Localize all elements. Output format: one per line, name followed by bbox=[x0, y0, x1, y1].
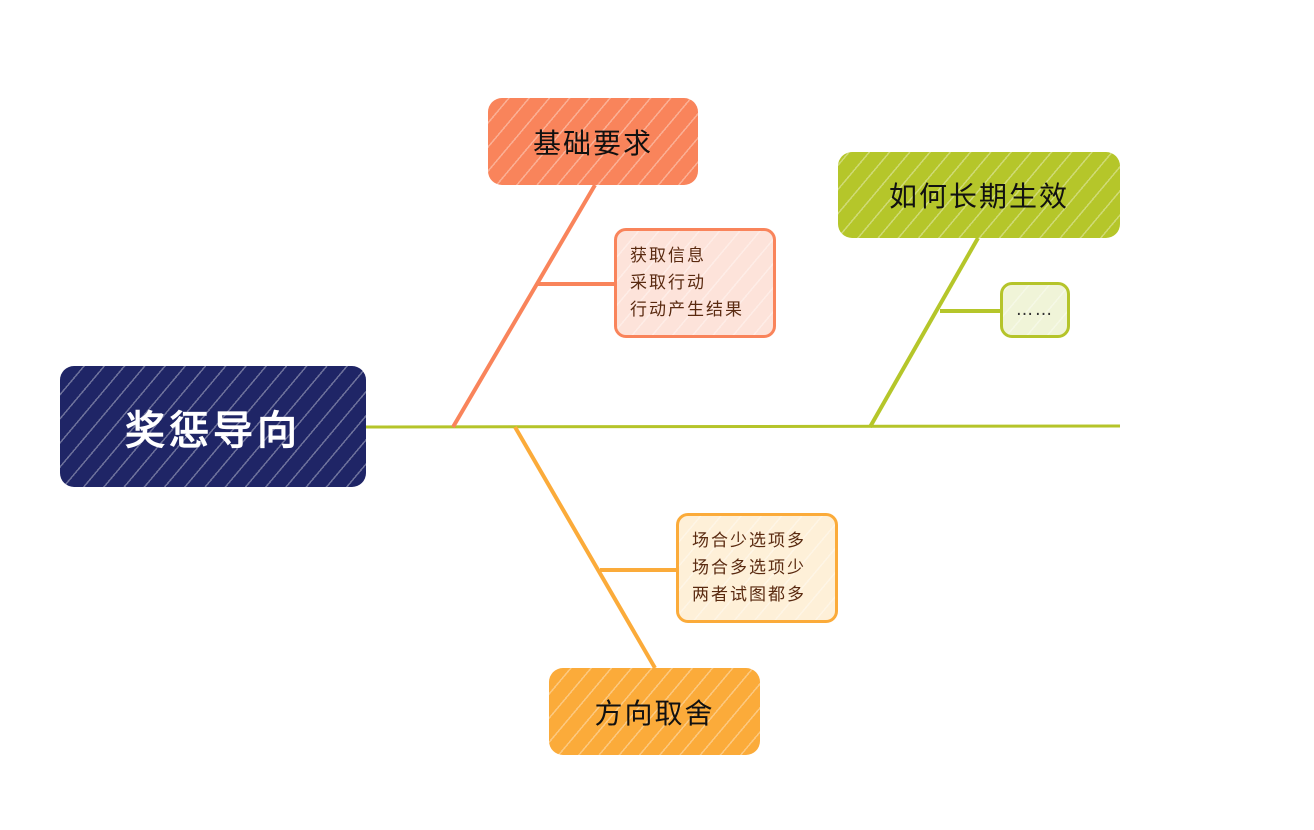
root-node[interactable]: 奖惩导向 bbox=[60, 366, 366, 487]
branch-node-longterm[interactable]: 如何长期生效 bbox=[838, 152, 1120, 238]
branch-node-basic[interactable]: 基础要求 bbox=[488, 98, 698, 185]
branch-title: 基础要求 bbox=[532, 126, 653, 160]
list-item: …… bbox=[1016, 299, 1054, 320]
branch-title: 如何长期生效 bbox=[888, 180, 1069, 213]
spine-line bbox=[365, 424, 1121, 429]
branch-line-longterm bbox=[868, 237, 980, 428]
sub-node-basic[interactable]: 获取信息 采取行动 行动产生结果 bbox=[614, 228, 776, 338]
list-item: 两者试图都多 bbox=[692, 584, 806, 605]
sub-node-longterm[interactable]: …… bbox=[1000, 282, 1070, 338]
list-item: 采取行动 bbox=[630, 272, 706, 293]
branch-node-direction[interactable]: 方向取舍 bbox=[549, 668, 760, 755]
list-item: 场合多选项少 bbox=[692, 557, 806, 578]
root-label: 奖惩导向 bbox=[125, 407, 301, 454]
list-item: 场合少选项多 bbox=[692, 530, 806, 551]
branch-title: 方向取舍 bbox=[594, 696, 715, 730]
sub-node-direction[interactable]: 场合少选项多 场合多选项少 两者试图都多 bbox=[676, 513, 838, 623]
list-item: 行动产生结果 bbox=[630, 299, 744, 320]
branch-line-direction bbox=[513, 425, 657, 670]
branch-line-basic bbox=[451, 183, 597, 429]
list-item: 获取信息 bbox=[630, 245, 706, 266]
